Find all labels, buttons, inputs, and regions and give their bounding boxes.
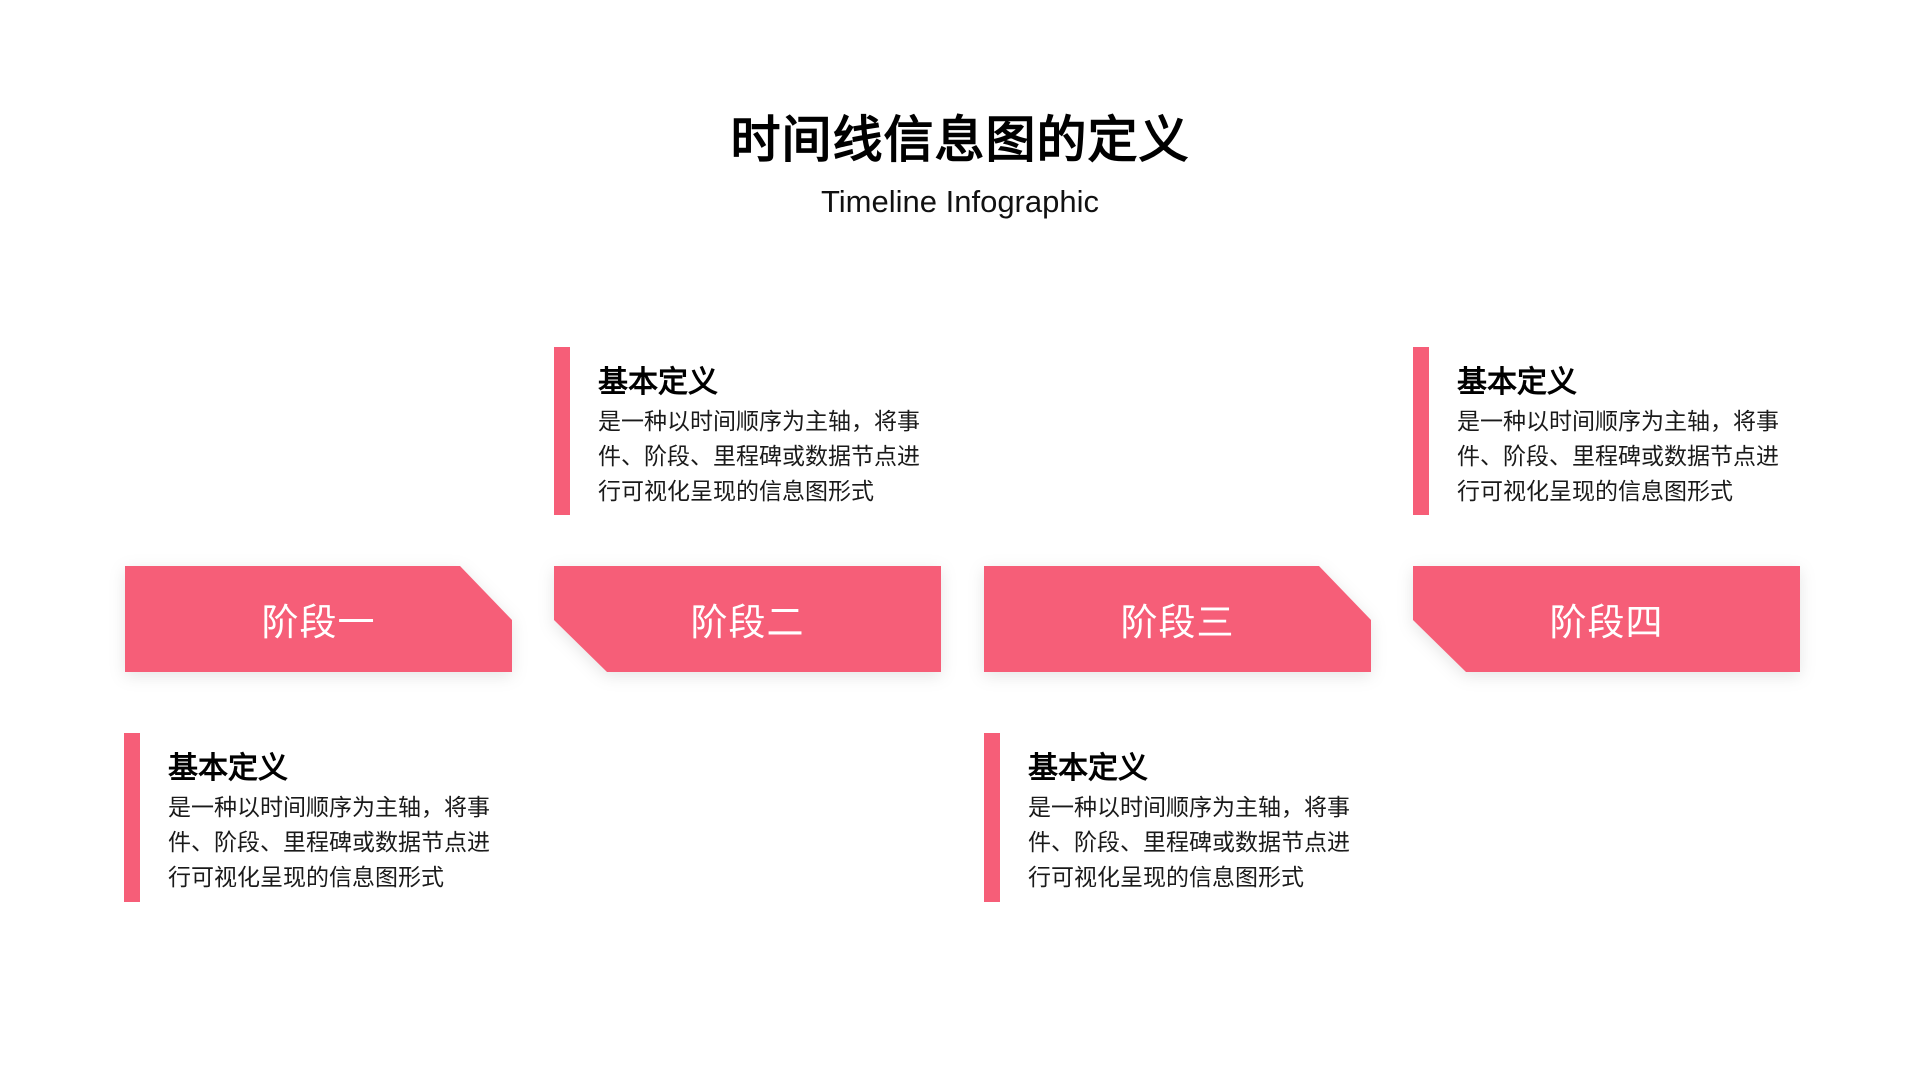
info-heading: 基本定义 <box>598 365 718 400</box>
info-line: 是一种以时间顺序为主轴，将事 <box>1028 795 1350 821</box>
info-heading: 基本定义 <box>1028 751 1148 786</box>
info-line: 行可视化呈现的信息图形式 <box>1028 865 1304 891</box>
page-subtitle: Timeline Infographic <box>821 184 1099 219</box>
stage-2-shape <box>554 566 941 672</box>
info-block-stage-1: 基本定义 是一种以时间顺序为主轴，将事 件、阶段、里程碑或数据节点进 行可视化呈… <box>124 733 524 902</box>
accent-bar <box>554 347 570 515</box>
info-line: 行可视化呈现的信息图形式 <box>1457 479 1733 505</box>
info-description: 是一种以时间顺序为主轴，将事 件、阶段、里程碑或数据节点进 行可视化呈现的信息图… <box>168 791 518 896</box>
info-description: 是一种以时间顺序为主轴，将事 件、阶段、里程碑或数据节点进 行可视化呈现的信息图… <box>1457 405 1807 510</box>
info-description: 是一种以时间顺序为主轴，将事 件、阶段、里程碑或数据节点进 行可视化呈现的信息图… <box>598 405 948 510</box>
stage-2-box: 阶段二 <box>554 566 941 672</box>
stage-1-shape <box>125 566 512 672</box>
info-line: 件、阶段、里程碑或数据节点进 <box>1457 444 1779 470</box>
info-line: 件、阶段、里程碑或数据节点进 <box>598 444 920 470</box>
info-line: 是一种以时间顺序为主轴，将事 <box>598 409 920 435</box>
accent-bar <box>984 733 1000 902</box>
page-title: 时间线信息图的定义 <box>730 111 1190 169</box>
info-heading: 基本定义 <box>168 751 288 786</box>
info-description: 是一种以时间顺序为主轴，将事 件、阶段、里程碑或数据节点进 行可视化呈现的信息图… <box>1028 791 1378 896</box>
accent-bar <box>1413 347 1429 515</box>
info-heading: 基本定义 <box>1457 365 1577 400</box>
stage-1-box: 阶段一 <box>125 566 512 672</box>
accent-bar <box>124 733 140 902</box>
stage-2-label: 阶段二 <box>690 601 805 644</box>
info-line: 是一种以时间顺序为主轴，将事 <box>1457 409 1779 435</box>
info-line: 行可视化呈现的信息图形式 <box>168 865 444 891</box>
stage-3-shape <box>984 566 1371 672</box>
stage-3-label: 阶段三 <box>1120 601 1235 644</box>
info-line: 件、阶段、里程碑或数据节点进 <box>168 830 490 856</box>
info-block-stage-2: 基本定义 是一种以时间顺序为主轴，将事 件、阶段、里程碑或数据节点进 行可视化呈… <box>554 347 954 515</box>
info-line: 是一种以时间顺序为主轴，将事 <box>168 795 490 821</box>
info-line: 行可视化呈现的信息图形式 <box>598 479 874 505</box>
info-block-stage-3: 基本定义 是一种以时间顺序为主轴，将事 件、阶段、里程碑或数据节点进 行可视化呈… <box>984 733 1384 902</box>
stage-1-label: 阶段一 <box>261 601 376 644</box>
stage-3-box: 阶段三 <box>984 566 1371 672</box>
info-line: 件、阶段、里程碑或数据节点进 <box>1028 830 1350 856</box>
stage-4-box: 阶段四 <box>1413 566 1800 672</box>
stage-4-label: 阶段四 <box>1549 601 1664 644</box>
stage-4-shape <box>1413 566 1800 672</box>
info-block-stage-4: 基本定义 是一种以时间顺序为主轴，将事 件、阶段、里程碑或数据节点进 行可视化呈… <box>1413 347 1813 515</box>
